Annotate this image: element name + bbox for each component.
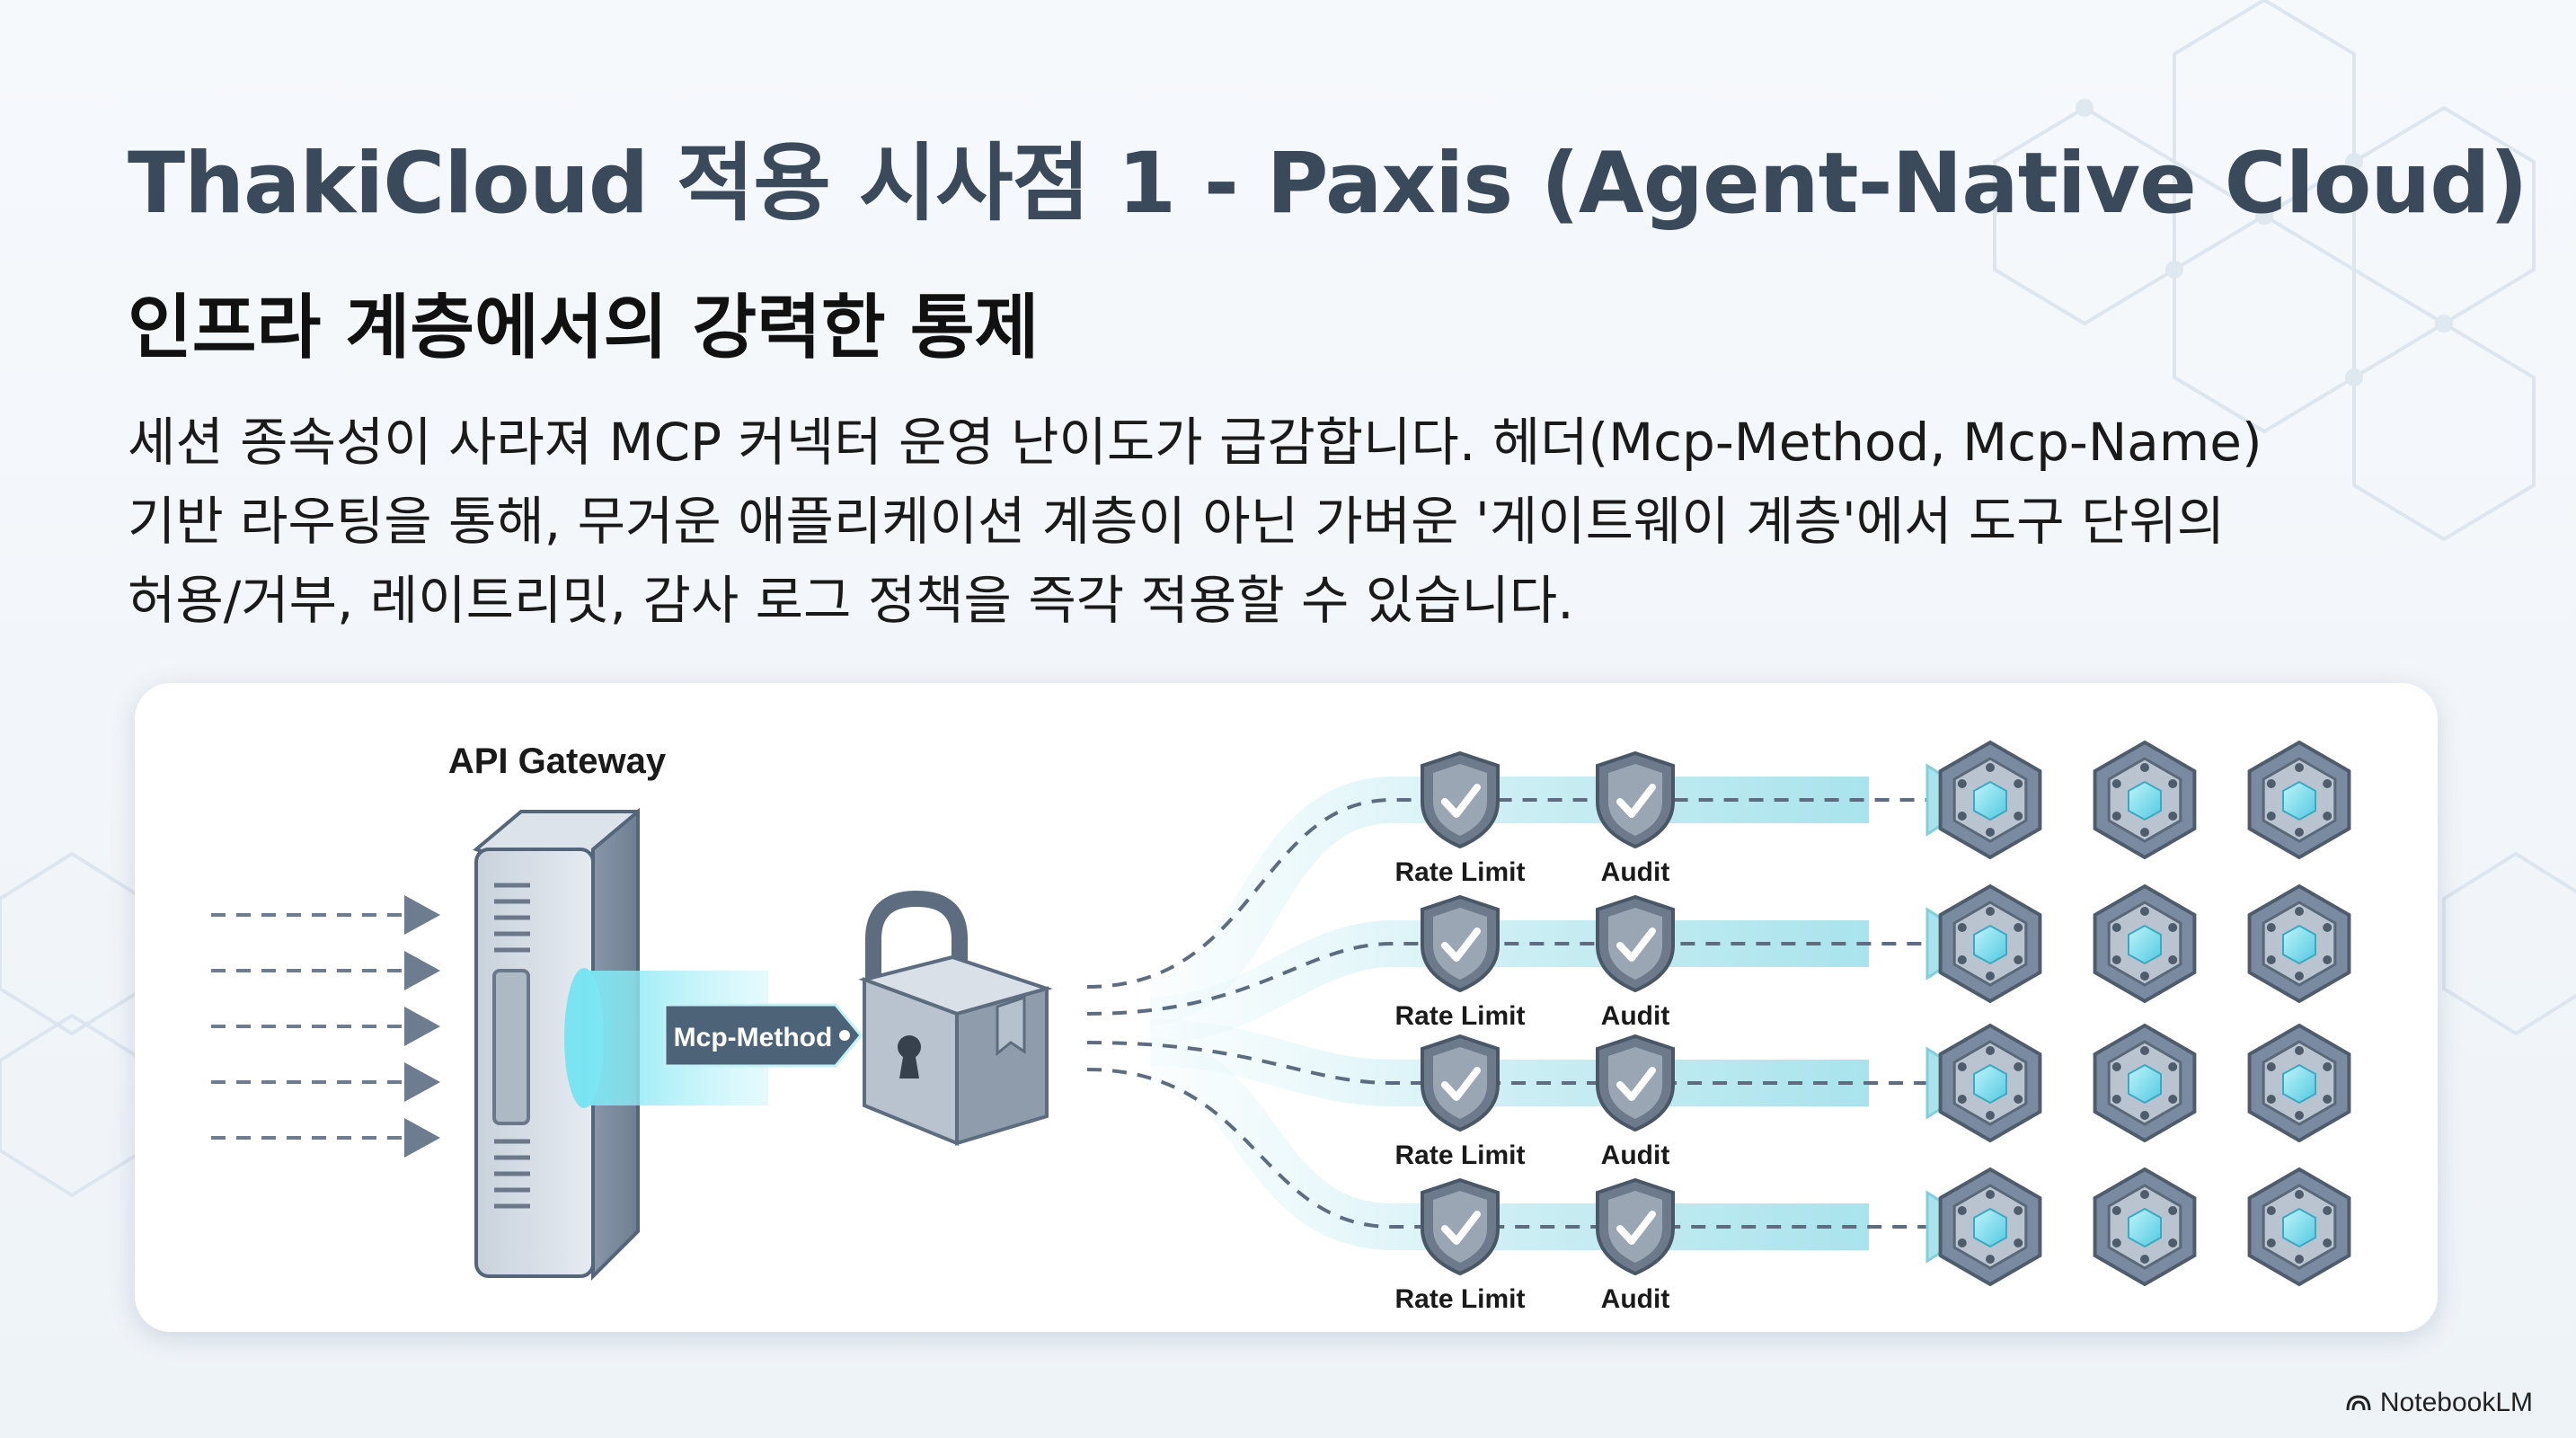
brand-name: NotebookLM (2379, 1388, 2533, 1417)
rate-limit-shield-icon-3 (1421, 1034, 1500, 1132)
route-lines (1086, 798, 1932, 1229)
description-line-2: 기반 라우팅을 통해, 무거운 애플리케이션 계층이 아닌 가벼운 '게이트웨이… (128, 491, 2226, 552)
api-gateway-icon (473, 807, 640, 1281)
brand-watermark: NotebookLM (2346, 1388, 2533, 1418)
mcp-method-label: Mcp-Method (674, 1023, 833, 1052)
rate-limit-shield-icon-2 (1421, 894, 1500, 993)
audit-label-4: Audit (1601, 1284, 1670, 1314)
routing-diagram: Mcp-Method (211, 740, 2351, 1314)
service-node-icon (2247, 1023, 2351, 1143)
service-node-icon (1938, 740, 2042, 860)
service-node-icon (2093, 1023, 2197, 1143)
page-subtitle: 인프라 계층에서의 강력한 통제 (128, 288, 1040, 368)
rate-limit-label-4: Rate Limit (1394, 1284, 1525, 1314)
notebooklm-logo-icon (2346, 1395, 2371, 1411)
service-node-icon (2093, 883, 2197, 1004)
diagram-panel: Mcp-Method (135, 683, 2438, 1332)
audit-label-2: Audit (1601, 1001, 1670, 1031)
description-line-3: 허용/거부, 레이트리밋, 감사 로그 정책을 즉각 적용할 수 있습니다. (128, 570, 1574, 631)
rate-limit-label-1: Rate Limit (1394, 857, 1525, 887)
lock-box-icon (858, 890, 1053, 1146)
audit-label-3: Audit (1601, 1141, 1670, 1170)
service-node-icon (1938, 1167, 2042, 1287)
service-node-icon (1938, 1023, 2042, 1143)
audit-shield-icon-4 (1596, 1177, 1675, 1276)
api-gateway-label: API Gateway (448, 741, 667, 781)
audit-shield-icon-3 (1596, 1034, 1675, 1132)
service-node-icon (2247, 883, 2351, 1004)
service-node-icon (2247, 1167, 2351, 1287)
mcp-method-tag: Mcp-Method (663, 1003, 863, 1068)
service-node-icon (2247, 740, 2351, 860)
audit-shield-icon-1 (1596, 750, 1675, 849)
service-node-icon (1938, 883, 2042, 1004)
description-line-1: 세션 종속성이 사라져 MCP 커넥터 운영 난이도가 급감합니다. 헤더(Mc… (128, 412, 2262, 473)
rate-limit-shield-icon-4 (1421, 1177, 1500, 1276)
service-node-icon (2093, 740, 2197, 860)
rate-limit-label-2: Rate Limit (1394, 1001, 1525, 1031)
rate-limit-shield-icon-1 (1421, 750, 1500, 849)
audit-shield-icon-2 (1596, 894, 1675, 993)
backend-nodes (1938, 740, 2351, 1287)
incoming-arrowheads (404, 895, 440, 1158)
audit-label-1: Audit (1601, 857, 1670, 887)
description: 세션 종속성이 사라져 MCP 커넥터 운영 난이도가 급감합니다. 헤더(Mc… (128, 403, 2464, 640)
page-title: ThakiCloud 적용 시사점 1 - Paxis (Agent-Nativ… (128, 135, 2528, 233)
service-node-icon (2093, 1167, 2197, 1287)
rate-limit-label-3: Rate Limit (1394, 1141, 1525, 1170)
incoming-requests (211, 913, 404, 1140)
